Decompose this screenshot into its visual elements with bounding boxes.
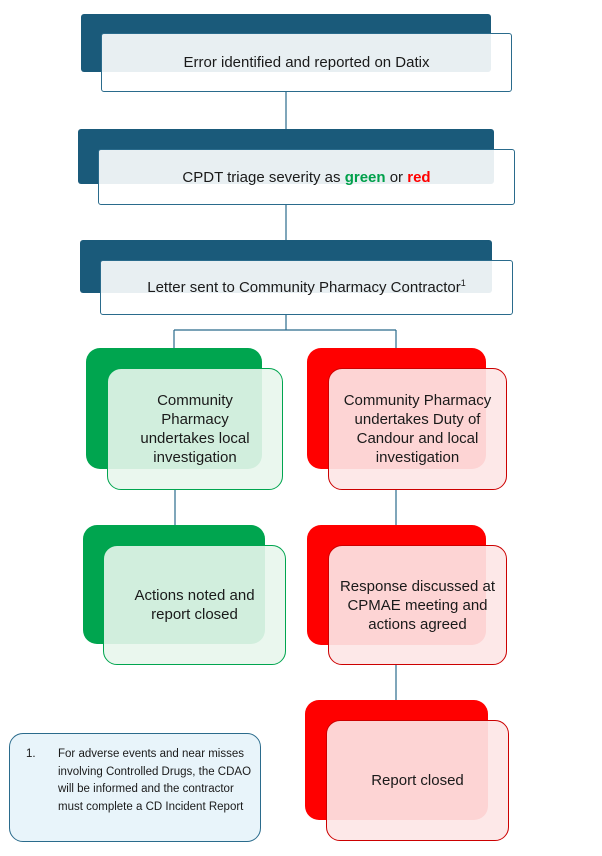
step-green-local-investigation: Community Pharmacy undertakes local inve… — [107, 368, 283, 490]
footnote-box: 1. For adverse events and near misses in… — [9, 733, 261, 842]
step-triage-severity: CPDT triage severity as green or red — [98, 149, 515, 205]
step-red-report-closed: Report closed — [326, 720, 509, 841]
step-error-reported: Error identified and reported on Datix — [101, 33, 512, 92]
step-letter-sent-label: Letter sent to Community Pharmacy Contra… — [147, 278, 465, 297]
green-actions-noted-label: Actions noted and report closed — [134, 587, 255, 623]
triage-prefix: CPDT triage severity as — [182, 168, 345, 186]
footnote-text: For adverse events and near misses invol… — [58, 748, 252, 813]
footnote-number: 1. — [26, 748, 36, 760]
red-report-closed-label: Report closed — [371, 772, 464, 789]
step-red-duty-of-candour: Community Pharmacy undertakes Duty of Ca… — [328, 368, 507, 490]
step-red-cpmae-meeting: Response discussed at CPMAE meeting and … — [328, 545, 507, 665]
red-duty-of-candour-label: Community Pharmacy undertakes Duty of Ca… — [343, 392, 492, 466]
triage-red-word: red — [407, 168, 431, 186]
red-cpmae-meeting-label: Response discussed at CPMAE meeting and … — [339, 577, 496, 633]
step-error-reported-label: Error identified and reported on Datix — [183, 54, 430, 71]
letter-sent-text: Letter sent to Community Pharmacy Contra… — [147, 279, 461, 296]
step-letter-sent: Letter sent to Community Pharmacy Contra… — [100, 260, 513, 315]
green-local-investigation-label: Community Pharmacy undertakes local inve… — [140, 392, 250, 466]
step-triage-severity-label: CPDT triage severity as green or red — [182, 168, 430, 187]
triage-or-word: or — [385, 168, 408, 186]
triage-green-word: green — [344, 168, 386, 186]
step-green-actions-noted: Actions noted and report closed — [103, 545, 286, 665]
footnote-reference: 1 — [460, 278, 466, 288]
